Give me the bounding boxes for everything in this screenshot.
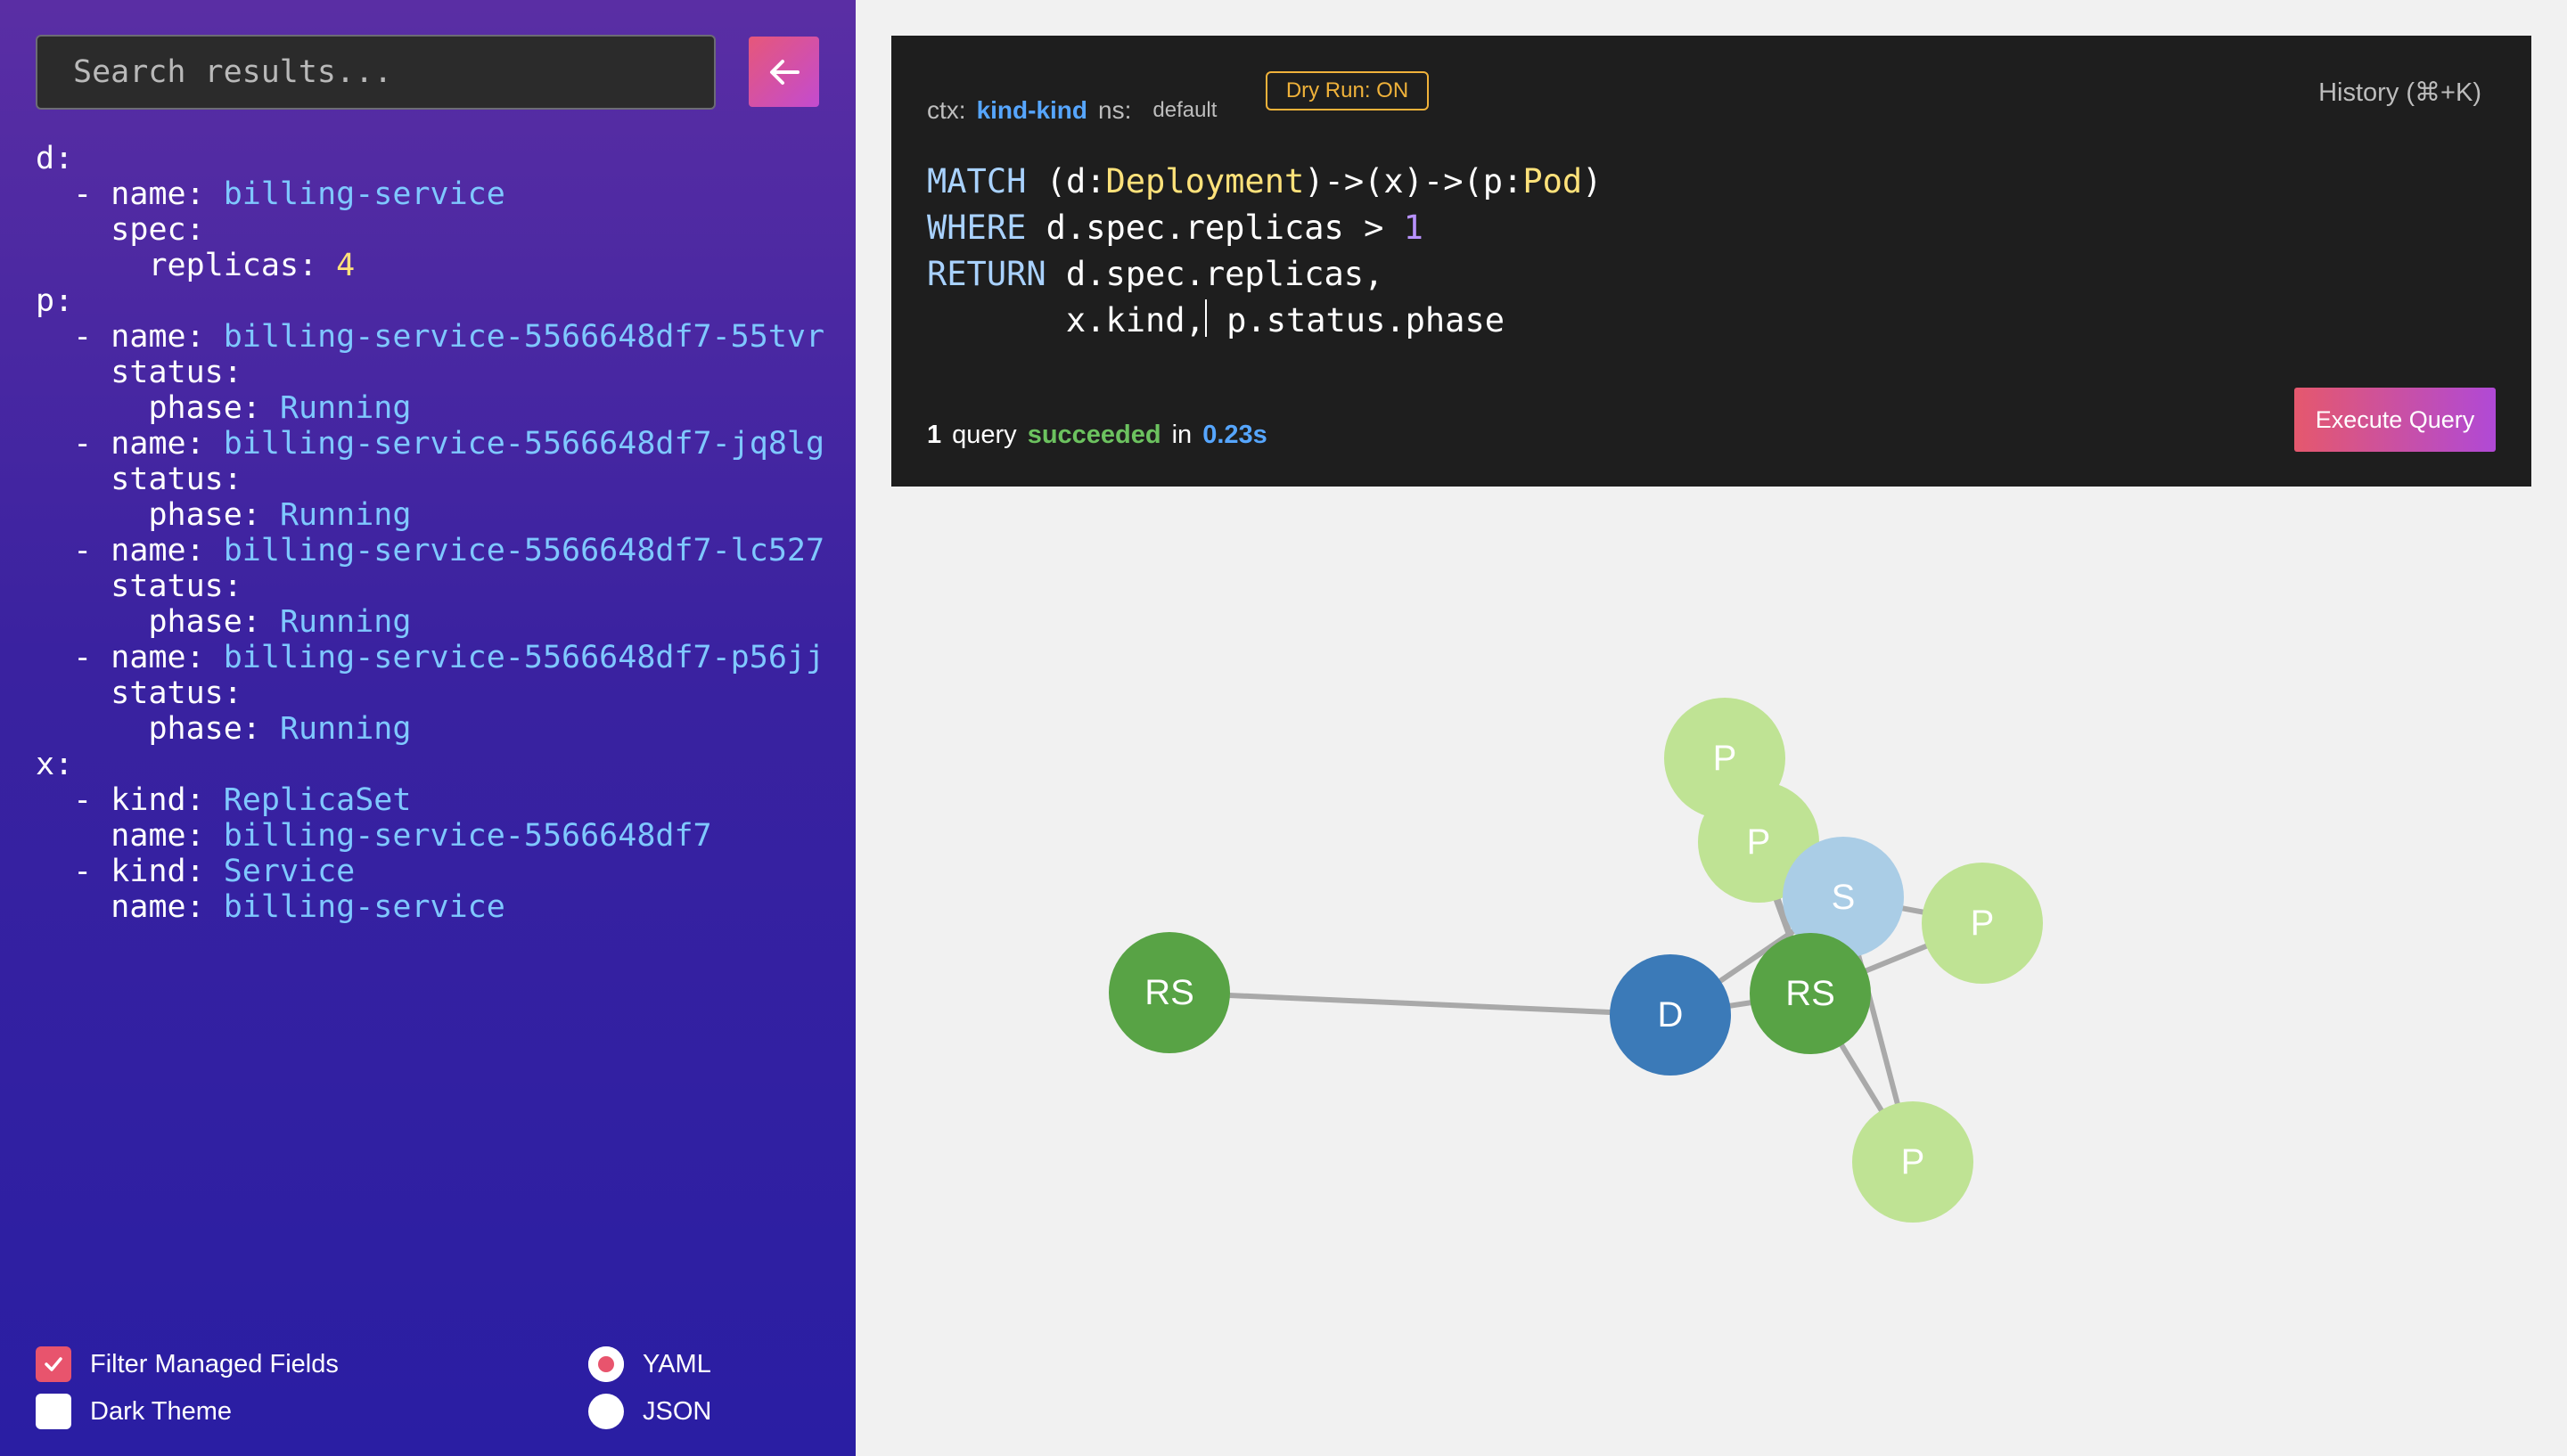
- graph-node-label: D: [1658, 995, 1684, 1035]
- graph-node-label: P: [1971, 904, 1995, 943]
- yaml-line: x:: [36, 747, 74, 782]
- dark-theme-label: Dark Theme: [90, 1396, 233, 1426]
- graph-node-circle[interactable]: [1783, 837, 1904, 958]
- graph-node-label: RS: [1785, 974, 1835, 1013]
- filter-managed-fields-checkbox[interactable]: [36, 1346, 71, 1382]
- yaml-line: phase: Running: [148, 604, 412, 640]
- yaml-label: YAML: [643, 1349, 711, 1378]
- graph-node-p2[interactable]: P: [1852, 1101, 1973, 1223]
- ns-label: ns:: [1098, 96, 1132, 124]
- yaml-format-option[interactable]: YAML: [588, 1346, 711, 1382]
- execute-query-button[interactable]: Execute Query: [2294, 388, 2496, 452]
- check-icon: [45, 1357, 62, 1371]
- query-status: 1 query succeeded in 0.23s: [927, 421, 1267, 449]
- graph-nodes: P P P P S RS RS D: [1109, 698, 2043, 1223]
- graph-node-circle[interactable]: [1610, 954, 1731, 1076]
- collapse-panel-button[interactable]: [749, 37, 819, 107]
- result-graph[interactable]: P P P P S RS RS D: [856, 487, 2567, 1456]
- query-code[interactable]: MATCH (d:Deployment)->(x)->(p:Pod) WHERE …: [927, 159, 1602, 344]
- graph-node-rs2[interactable]: RS: [1750, 933, 1871, 1054]
- ctx-value[interactable]: kind-kind: [976, 96, 1088, 124]
- history-button[interactable]: History (⌘+K): [2318, 78, 2481, 107]
- context-bar: ctx: kind-kind ns: default: [927, 91, 1217, 130]
- yaml-results: d: - name: billing-service spec: replica…: [36, 141, 838, 925]
- yaml-line: - kind: Service: [36, 854, 356, 889]
- yaml-line: name: billing-service-5566648df7: [111, 818, 712, 854]
- graph-node-s[interactable]: S: [1783, 837, 1904, 958]
- graph-node-label: S: [1832, 878, 1856, 917]
- yaml-line: - name: billing-service-5566648df7-lc527: [36, 533, 825, 568]
- graph-node-label: RS: [1144, 973, 1194, 1012]
- yaml-line: - kind: ReplicaSet: [36, 782, 412, 818]
- graph-node-label: P: [1901, 1142, 1925, 1182]
- graph-node-p3[interactable]: P: [1922, 863, 2043, 984]
- yaml-line: phase: Running: [148, 390, 412, 426]
- code-line-1: MATCH (d:Deployment)->(x)->(p:Pod): [927, 162, 1603, 200]
- yaml-radio[interactable]: [588, 1346, 624, 1382]
- graph-node-circle[interactable]: [1109, 932, 1230, 1053]
- yaml-line: status:: [111, 568, 242, 604]
- yaml-line: d:: [36, 141, 74, 176]
- yaml-line: status:: [111, 355, 242, 390]
- code-line-4: x.kind, p.status.phase: [927, 299, 1505, 339]
- json-radio[interactable]: [588, 1394, 624, 1429]
- yaml-line: - name: billing-service-5566648df7-p56jj: [36, 640, 825, 675]
- filter-managed-fields-label: Filter Managed Fields: [90, 1349, 339, 1378]
- graph-node-circle[interactable]: [1922, 863, 2043, 984]
- graph-node-circle[interactable]: [1750, 933, 1871, 1054]
- results-panel: d: - name: billing-service spec: replica…: [0, 0, 856, 1456]
- yaml-line: status:: [111, 462, 242, 497]
- dark-theme-option[interactable]: Dark Theme: [36, 1394, 232, 1429]
- text-cursor: [1204, 299, 1207, 337]
- graph-node-label: P: [1747, 822, 1771, 862]
- yaml-line: status:: [111, 675, 242, 711]
- search-input[interactable]: [36, 35, 716, 110]
- ns-value[interactable]: default: [1152, 98, 1218, 122]
- yaml-line: p:: [36, 283, 74, 319]
- dry-run-badge[interactable]: Dry Run: ON: [1266, 71, 1429, 110]
- graph-node-label: P: [1713, 739, 1737, 778]
- yaml-line: phase: Running: [148, 497, 412, 533]
- graph-node-circle[interactable]: [1852, 1101, 1973, 1223]
- dark-theme-checkbox[interactable]: [36, 1394, 71, 1429]
- yaml-line: name: billing-service: [111, 889, 505, 925]
- json-label: JSON: [643, 1396, 712, 1426]
- yaml-line: - name: billing-service-5566648df7-jq8lg: [36, 426, 825, 462]
- yaml-line: spec:: [111, 212, 205, 248]
- code-line-2: WHERE d.spec.replicas > 1: [927, 209, 1423, 247]
- yaml-line: - name: billing-service: [36, 176, 505, 212]
- yaml-line: phase: Running: [148, 711, 412, 747]
- ctx-label: ctx:: [927, 96, 966, 124]
- query-editor: ctx: kind-kind ns: default Dry Run: ON H…: [891, 36, 2531, 487]
- json-format-option[interactable]: JSON: [588, 1394, 711, 1429]
- code-line-3: RETURN d.spec.replicas,: [927, 255, 1384, 293]
- graph-edge-rs1-d: [1169, 990, 1671, 1018]
- graph-node-rs1[interactable]: RS: [1109, 932, 1230, 1053]
- arrow-left-icon: [769, 59, 800, 85]
- filter-managed-fields-option[interactable]: Filter Managed Fields: [36, 1346, 339, 1382]
- yaml-line: replicas: 4: [148, 248, 356, 283]
- yaml-line: - name: billing-service-5566648df7-55tvr: [36, 319, 825, 355]
- graph-node-d[interactable]: D: [1610, 954, 1731, 1076]
